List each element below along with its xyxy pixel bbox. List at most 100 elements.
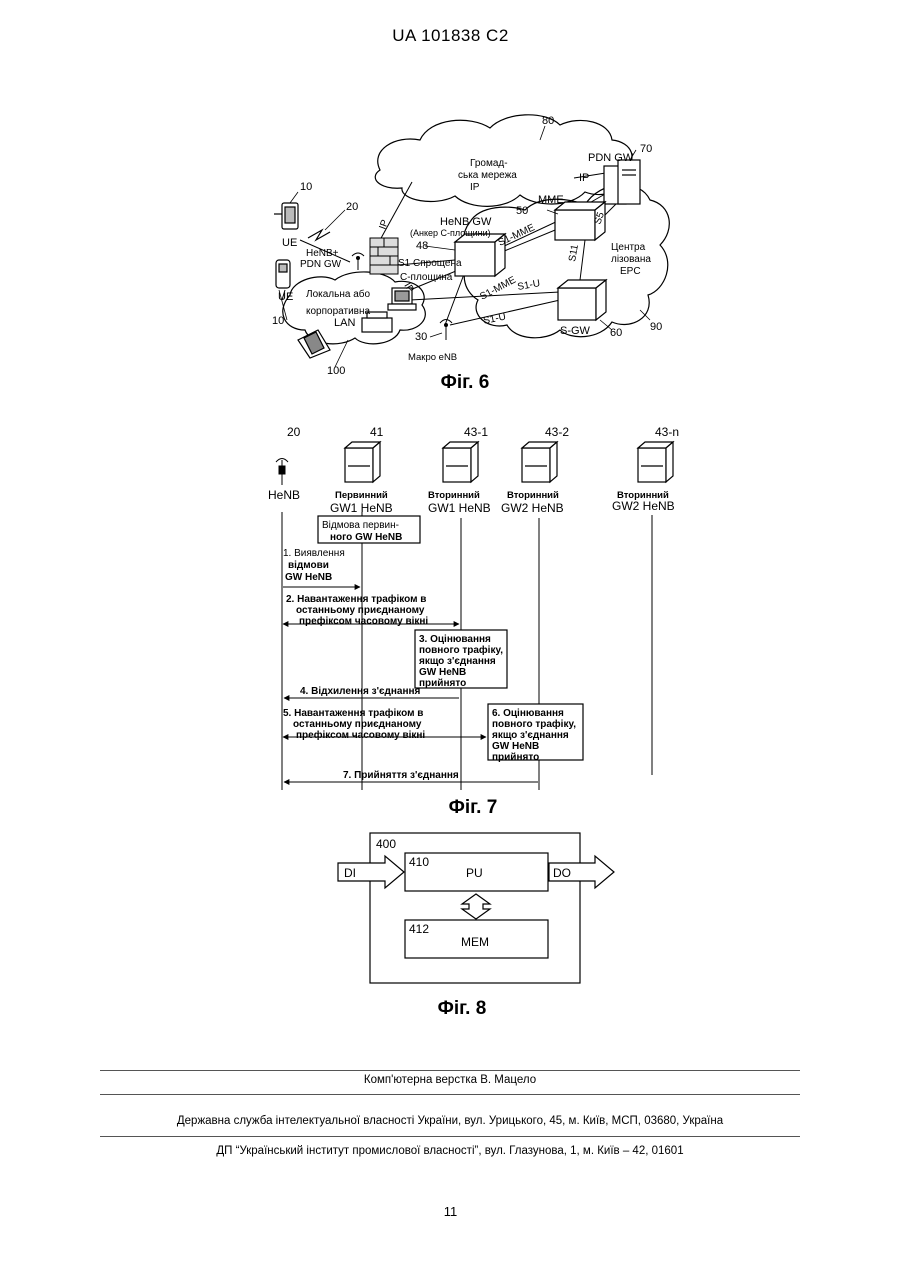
s1-mme-label-b: S1-MME (478, 275, 518, 303)
ref-10-top: 10 (300, 181, 312, 193)
footer-rule-1 (100, 1070, 800, 1071)
secondary-gw2-server-icon (522, 442, 557, 482)
sgw-server-icon (558, 280, 606, 320)
ref-80: 80 (542, 115, 554, 127)
sec2-label-1: Вторинний (507, 490, 559, 501)
primary-gw1-server-icon (345, 442, 380, 482)
figure-7-caption: Фіг. 7 (408, 797, 538, 819)
figure-6-caption: Фіг. 6 (400, 372, 530, 394)
ue-tablet-icon (274, 203, 298, 229)
ref-20: 20 (346, 201, 358, 213)
ref-60: 60 (610, 327, 622, 339)
ip-vertical-label: IP (377, 218, 391, 231)
service-address: Державна служба інтелектуальної власност… (100, 1115, 800, 1127)
pdn-gw-server-icon (604, 160, 640, 204)
henb-gw-sub-label: (Анкер С-площини) (410, 228, 491, 238)
step3-line-1: 3. Оцінювання (419, 634, 491, 645)
ue-bottom-label: UE (278, 291, 293, 303)
ref-412: 412 (409, 922, 429, 936)
step2-line-1: 2. Навантаження трафіком в (286, 593, 426, 605)
page-number: 11 (0, 1204, 901, 1219)
secn-label-2: GW2 HeNB (612, 499, 675, 513)
layout-credit: Комп'ютерна верстка В. Мацело (100, 1074, 800, 1086)
wireless-link-icon (308, 230, 330, 240)
step6-line-1: 6. Оцінювання (492, 708, 564, 719)
ref-410: 410 (409, 855, 429, 869)
ip-label: IP (579, 172, 589, 184)
ue-top-label: UE (282, 237, 297, 249)
laptop-icon (298, 330, 330, 358)
henb-label: HeNB (268, 488, 300, 502)
step6-line-2: повного трафіку, (492, 718, 576, 730)
ref-50: 50 (516, 205, 528, 217)
ue-phone-icon (276, 260, 290, 288)
step3-line-5: прийнято (419, 678, 466, 689)
step5-line-2: останньому приєднаному (293, 719, 422, 730)
henb-antenna-icon (352, 253, 364, 270)
di-label: DI (344, 866, 356, 880)
mme-label: MME (538, 194, 564, 206)
step6-line-5: прийнято (492, 752, 539, 763)
ref-43-n: 43-n (655, 425, 679, 439)
sgw-label: S-GW (560, 325, 591, 337)
step2-line-2: останньому приєднаному (296, 605, 425, 616)
epc-label-3: EPC (620, 266, 641, 277)
epc-label-2: лізована (611, 254, 651, 265)
figure-8-caption: Фіг. 8 (397, 998, 527, 1020)
s1-u-label-b: S1-U (482, 311, 507, 326)
failure-box-line-1: Відмова первин- (322, 520, 399, 531)
sec1-label-2: GW1 HeNB (428, 501, 491, 515)
step5-line-3: префіксом часовому вікні (296, 729, 425, 741)
lan-label-3: LAN (334, 317, 355, 329)
step5-line-1: 5. Навантаження трафіком в (283, 707, 423, 719)
ref-100: 100 (327, 365, 345, 377)
cloud-label-3: IP (470, 182, 480, 193)
primary-label-2: GW1 HeNB (330, 501, 393, 515)
ref-43-1: 43-1 (464, 425, 488, 439)
henb-pdn-label-2: PDN GW (300, 259, 342, 270)
henb-gw-label: HeNB GW (440, 216, 492, 228)
henb-antenna-icon (276, 459, 288, 486)
ref-10-bottom: 10 (272, 315, 284, 327)
s1-u-label-a: S1-U (517, 278, 541, 293)
henb-pdn-label-1: HeNB+ (306, 248, 339, 259)
macro-enb-label: Макро eNB (408, 352, 457, 363)
institute-address: ДП “Український інститут промислової вла… (100, 1145, 800, 1157)
ref-400: 400 (376, 837, 396, 851)
step6-line-3: якщо з'єднання (492, 730, 569, 741)
pdn-gw-label: PDN GW (588, 152, 634, 164)
patent-header: UA 101838 C2 (0, 26, 901, 46)
lan-label-2: корпоративна (306, 306, 370, 317)
s1-simplified-1: S1 Спрощена (398, 258, 462, 269)
s1-mme-label-a: S1-MME (497, 222, 537, 249)
firewall-icon (370, 238, 398, 274)
s11-label: S11 (567, 243, 581, 262)
ref-70: 70 (640, 143, 652, 155)
epc-label-1: Центра (611, 242, 646, 253)
pu-label: PU (466, 866, 483, 880)
secondary-gw1-server-icon (443, 442, 478, 482)
sec2-label-2: GW2 HeNB (501, 501, 564, 515)
mem-label: MEM (461, 935, 489, 949)
ref-41: 41 (370, 425, 384, 439)
ref-30: 30 (415, 331, 427, 343)
s1-simplified-2: С-площина (400, 272, 453, 283)
ref-48: 48 (416, 240, 428, 252)
ref-43-2: 43-2 (545, 425, 569, 439)
ref-90: 90 (650, 321, 662, 333)
figure-7-sequence-diagram: 20 41 43-1 43-2 43-n HeNB Первинний GW1 … (0, 415, 901, 800)
failure-box-line-2: ного GW HeNB (330, 532, 402, 543)
step3-line-4: GW HeNB (419, 667, 466, 678)
primary-label-1: Первинний (335, 490, 388, 501)
step1-line-1: 1. Виявлення (283, 548, 345, 559)
step6-line-4: GW HeNB (492, 741, 539, 752)
step3-line-3: якщо з'єднання (419, 656, 496, 667)
footer-rule-3 (100, 1136, 800, 1137)
sec1-label-1: Вторинний (428, 490, 480, 501)
cloud-label-1: Громад- (470, 158, 508, 169)
figure-6-network-diagram: 80 70 Громад- ська мережа IP PDN GW IP 1… (0, 100, 901, 385)
step7-label: 7. Прийняття з'єднання (343, 770, 459, 781)
ref-20: 20 (287, 425, 301, 439)
lan-label-1: Локальна або (306, 288, 370, 300)
do-label: DO (553, 866, 571, 880)
